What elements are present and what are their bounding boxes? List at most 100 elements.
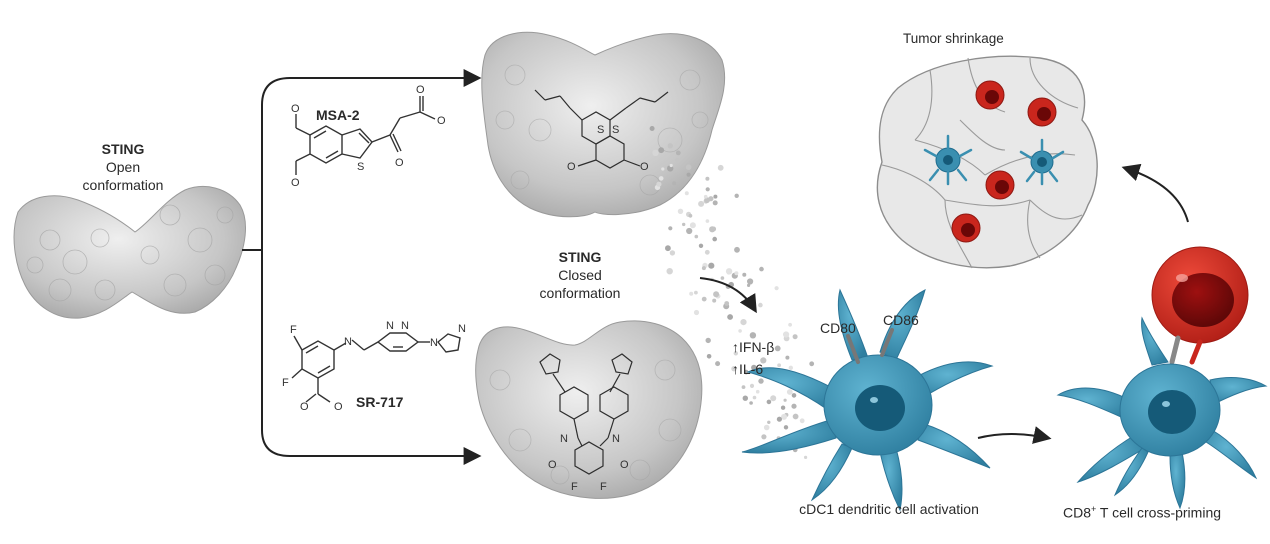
cytokine-il6-text: IL-6: [739, 361, 764, 377]
cytokine-dot: [689, 291, 694, 296]
closed-state-protein: STING: [558, 249, 602, 265]
svg-text:F: F: [600, 481, 607, 493]
cytokine-dot: [661, 167, 665, 171]
cytokine-dot: [675, 157, 680, 163]
cytokine-dot: [804, 455, 808, 459]
sting-closed-msa2-complex: S S O O: [481, 31, 726, 218]
svg-text:N: N: [386, 320, 394, 332]
svg-text:N: N: [560, 433, 568, 445]
svg-text:O: O: [640, 161, 649, 173]
cytokine-dot: [658, 147, 665, 154]
cytokine-dot: [774, 286, 779, 291]
cytokine-dot: [786, 389, 793, 395]
closed-state-line1: Closed: [558, 267, 602, 283]
cytokine-dot: [658, 176, 664, 181]
svg-text:F: F: [290, 324, 297, 336]
svg-text:F: F: [571, 481, 578, 493]
t-cell-caption-suffix: T cell cross-priming: [1096, 504, 1222, 521]
cytokine-dot: [698, 200, 705, 207]
cytokine-dot: [713, 291, 720, 298]
cytokine-dot: [734, 193, 739, 198]
svg-text:N: N: [430, 337, 438, 349]
cytokine-dot: [682, 222, 686, 227]
cytokine-dot: [781, 413, 787, 420]
cytokine-dot: [684, 191, 689, 196]
cytokine-dot: [708, 262, 715, 269]
cytokine-dot: [741, 385, 746, 389]
svg-text:O: O: [395, 157, 404, 169]
t-cell-caption: CD8+ T cell cross-priming: [1063, 500, 1221, 522]
cytokine-dot: [740, 319, 747, 326]
cytokine-dot: [780, 405, 786, 410]
closed-state-label: STING Closed conformation: [520, 248, 640, 302]
cytokine-dot: [656, 181, 662, 187]
cytokine-dot: [738, 329, 742, 333]
cytokine-dot: [717, 164, 724, 171]
cytokine-ifn-beta: ↑IFN-β: [732, 338, 774, 356]
cytokine-dot: [767, 420, 771, 424]
cytokine-dot: [706, 354, 712, 359]
cytokine-dot: [755, 389, 760, 394]
dendritic-cell-caption: cDC1 dendritic cell activation: [799, 501, 979, 517]
cytokine-dot: [727, 314, 733, 320]
cytokine-dot: [704, 197, 710, 204]
cytokine-dot: [694, 234, 699, 239]
svg-text:O: O: [291, 103, 300, 115]
cytokine-dot: [731, 366, 737, 372]
cytokine-dot: [712, 298, 717, 303]
cytokine-dot: [777, 363, 781, 368]
svg-text:O: O: [334, 401, 343, 413]
cytokine-dot: [666, 268, 673, 275]
svg-text:S: S: [597, 124, 604, 136]
cytokine-dot: [665, 245, 671, 252]
tumor-cluster-icon: [876, 55, 1098, 269]
svg-text:N: N: [458, 323, 466, 335]
dendritic-cell-primed-icon: [1056, 316, 1268, 510]
cytokine-dot: [701, 266, 706, 271]
cytokine-dot: [720, 276, 725, 280]
t-cell-icon: [1151, 246, 1249, 365]
cytokine-dot: [703, 194, 708, 199]
cytokine-dot: [713, 194, 718, 199]
cytokine-dot: [734, 271, 739, 276]
cytokine-dot: [792, 334, 798, 340]
cytokine-dot: [788, 365, 793, 370]
priming-arrow: [977, 426, 1052, 444]
cytokine-dot: [752, 395, 757, 400]
cytokine-dot: [693, 309, 700, 316]
cytokine-dot: [785, 355, 790, 360]
cytokine-dot: [776, 416, 783, 422]
cytokine-dot: [688, 213, 693, 218]
cytokine-dot: [694, 290, 698, 295]
cytokine-dot: [712, 236, 717, 242]
cytokine-dot: [672, 181, 677, 186]
cytokine-dot: [724, 301, 730, 306]
svg-text:O: O: [437, 115, 446, 127]
svg-text:N: N: [612, 433, 620, 445]
sr717-atoms: F F N N N N N O O: [282, 320, 466, 413]
t-cell-caption-prefix: CD8: [1063, 504, 1092, 521]
cd86-label: CD86: [883, 312, 919, 328]
cytokine-dot: [711, 226, 717, 232]
closed-state-line2: conformation: [539, 285, 621, 301]
cytokine-dot: [809, 361, 815, 367]
cytokine-dot: [791, 403, 797, 409]
cytokine-dot: [783, 331, 790, 338]
cytokine-dot: [758, 302, 763, 308]
tumor-caption: Tumor shrinkage: [903, 31, 1004, 46]
cytokine-dot: [747, 283, 751, 287]
cytokine-dot: [652, 149, 659, 156]
svg-text:S: S: [357, 161, 364, 173]
cytokine-dot: [704, 249, 710, 255]
cytokine-dot: [675, 150, 681, 156]
cytokine-dot: [763, 424, 770, 431]
msa2-label: MSA-2: [316, 107, 360, 123]
cytokine-dot: [749, 332, 757, 339]
cytokine-dot: [733, 351, 738, 356]
svg-text:O: O: [567, 161, 576, 173]
cytokine-il6: ↑IL-6: [732, 360, 763, 378]
dendritic-cell-icon: [741, 288, 994, 512]
cytokine-dot: [705, 187, 710, 192]
cytokine-dot: [758, 378, 764, 384]
